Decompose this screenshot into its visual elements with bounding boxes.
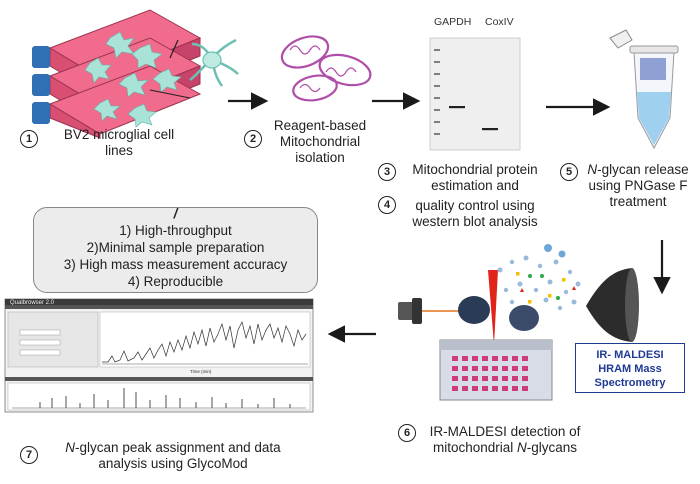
advantages-marker: / [173,206,178,221]
step-7-number: 7 [20,446,38,464]
step-6-line-2-post: -glycans [526,440,578,455]
step-2-line-3: isolation [295,150,345,165]
step-6-line-1: IR-MALDESI detection of [429,424,581,439]
advantages-box: / 1) High-throughput 2)Minimal sample pr… [33,206,318,293]
mass-spectrum-peaks [39,388,291,408]
step-6-line-2-pre: mitochondrial [432,440,517,455]
step-4-number: 4 [378,196,396,214]
advantage-item-4: 4) Reproducible [127,274,224,289]
chromatogram-xlabel: Time (min) [190,369,212,374]
step-3-label: Mitochondrial protein estimation and [396,162,554,194]
eppendorf-tube-icon [609,29,679,150]
ms-line-2: HRAM Mass [598,363,662,375]
microglia-cell-icon [189,38,239,87]
step-4-label: quality control using western blot analy… [396,198,554,230]
software-window-title: Qualbrowser 2.0 [10,300,55,306]
step-6-label: IR-MALDESI detection of mitochondrial N-… [420,424,590,456]
step-4-line-2: western blot analysis [412,214,538,229]
qualbrowser-software-window: Qualbrowser 2.0 Time (min) [4,298,314,413]
step-5-line-1: N-glycan release [578,162,698,178]
lane-label-coxiv: CoxIV [485,16,514,28]
step-1-number: 1 [20,130,38,148]
step-7-line-1: N-glycan peak assignment and data [44,440,302,456]
step-7-label: N-glycan peak assignment and data analys… [44,440,302,472]
step-5-number: 5 [560,163,578,181]
step-5-label: N-glycan release using PNGase F treatmen… [578,162,698,210]
step-5-line-3: treatment [609,194,667,209]
step-5-line-2: using PNGase F [588,178,688,193]
step-6-number: 6 [398,424,416,442]
advantage-item-3: 3) High mass measurement accuracy [63,257,288,272]
step-1-line-2: lines [105,143,133,158]
ms-instrument-box: IR- MALDESI HRAM Mass Spectrometry [575,343,685,393]
coxiv-band [482,128,498,131]
step-7-line-1-rest: -glycan peak assignment and data [75,440,281,455]
western-blot-membrane [429,37,521,151]
ir-maldesi-setup-illustration [398,244,639,401]
step-1-label: BV2 microglial cell lines [44,127,194,159]
step-6-n-italic: N [517,440,527,455]
step-2-line-2: Mitochondrial [279,134,361,149]
cell-culture-flasks-icon [32,9,202,139]
ms-line-3: Spectrometry [594,377,666,389]
step-6-line-2: mitochondrial N-glycans [420,440,590,456]
step-2-number: 2 [244,130,262,148]
gapdh-band [449,106,465,109]
step-4-line-1: quality control using [415,198,535,213]
flow-arrows [228,92,671,343]
step-5-line-1-rest: -glycan release [597,162,689,177]
ms-line-1: IR- MALDESI [596,349,664,361]
lane-label-gapdh: GAPDH [434,16,472,28]
step-5-n-italic: N [587,162,598,177]
step-7-line-2: analysis using GlycoMod [98,456,248,471]
step-2-line-1: Reagent-based [273,118,367,133]
step-7-n-italic: N [65,440,76,455]
step-1-line-1: BV2 microglial cell [63,127,175,142]
step-3-line-2: estimation and [431,178,519,193]
step-3-number: 3 [378,163,396,181]
advantage-item-2: 2)Minimal sample preparation [86,240,265,255]
step-3-line-1: Mitochondrial protein [412,162,538,177]
mitochondria-icon [280,35,372,102]
advantage-item-1: 1) High-throughput [119,223,232,238]
step-2-label: Reagent-based Mitochondrial isolation [260,118,380,166]
